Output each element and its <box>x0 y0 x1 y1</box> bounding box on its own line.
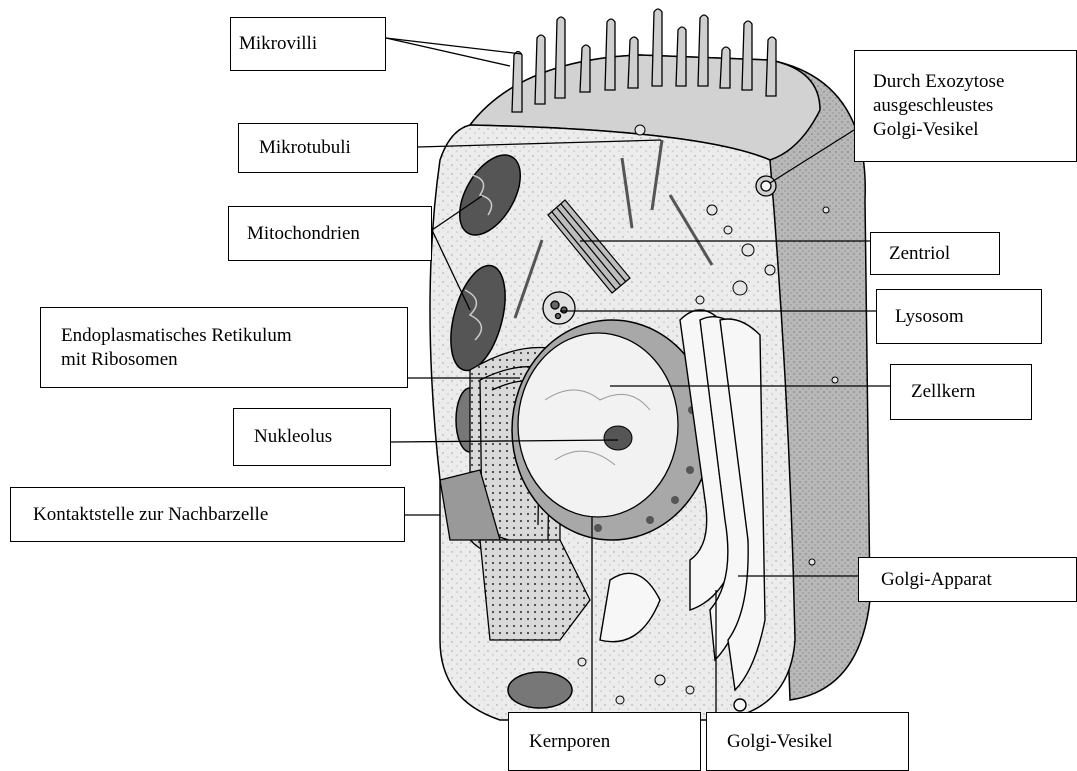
label-kontaktstelle-text: Kontaktstelle zur Nachbarzelle <box>33 503 268 527</box>
label-endoplasmatisches-retikulum: Endoplasmatisches Retikulum mit Ribosome… <box>40 307 408 388</box>
label-mikrovilli: Mikrovilli <box>230 17 386 71</box>
label-golgi-vesikel: Golgi-Vesikel <box>706 712 909 771</box>
label-mikrovilli-text: Mikrovilli <box>239 32 317 56</box>
label-mitochondrien-text: Mitochondrien <box>247 222 360 246</box>
nucleus <box>512 320 712 540</box>
label-lysosom: Lysosom <box>876 289 1042 344</box>
label-exozytose-line3: Golgi-Vesikel <box>873 118 979 142</box>
label-golgi-vesikel-text: Golgi-Vesikel <box>727 730 833 754</box>
label-zellkern: Zellkern <box>890 364 1032 420</box>
label-exozytose-line1: Durch Exozytose <box>873 70 1004 94</box>
label-golgi-apparat: Golgi-Apparat <box>858 557 1077 602</box>
label-exozytose-line2: ausgeschleustes <box>873 94 993 118</box>
label-kontaktstelle: Kontaktstelle zur Nachbarzelle <box>10 487 405 542</box>
label-mikrotubuli: Mikrotubuli <box>238 123 418 173</box>
exocytosis-vesicle <box>756 176 776 196</box>
label-er-line2: mit Ribosomen <box>61 348 178 372</box>
label-zentriol: Zentriol <box>870 232 1000 275</box>
label-kernporen: Kernporen <box>508 712 701 771</box>
label-zentriol-text: Zentriol <box>889 242 950 266</box>
label-zellkern-text: Zellkern <box>911 380 975 404</box>
label-exozytose: Durch Exozytose ausgeschleustes Golgi-Ve… <box>854 50 1077 162</box>
label-lysosom-text: Lysosom <box>895 305 964 329</box>
label-golgi-apparat-text: Golgi-Apparat <box>881 568 992 592</box>
label-nukleolus: Nukleolus <box>233 408 391 466</box>
label-nukleolus-text: Nukleolus <box>254 425 332 449</box>
label-mitochondrien: Mitochondrien <box>228 206 432 261</box>
label-kernporen-text: Kernporen <box>529 730 610 754</box>
label-mikrotubuli-text: Mikrotubuli <box>259 136 351 160</box>
lysosome <box>543 292 575 324</box>
label-er-line1: Endoplasmatisches Retikulum <box>61 324 292 348</box>
